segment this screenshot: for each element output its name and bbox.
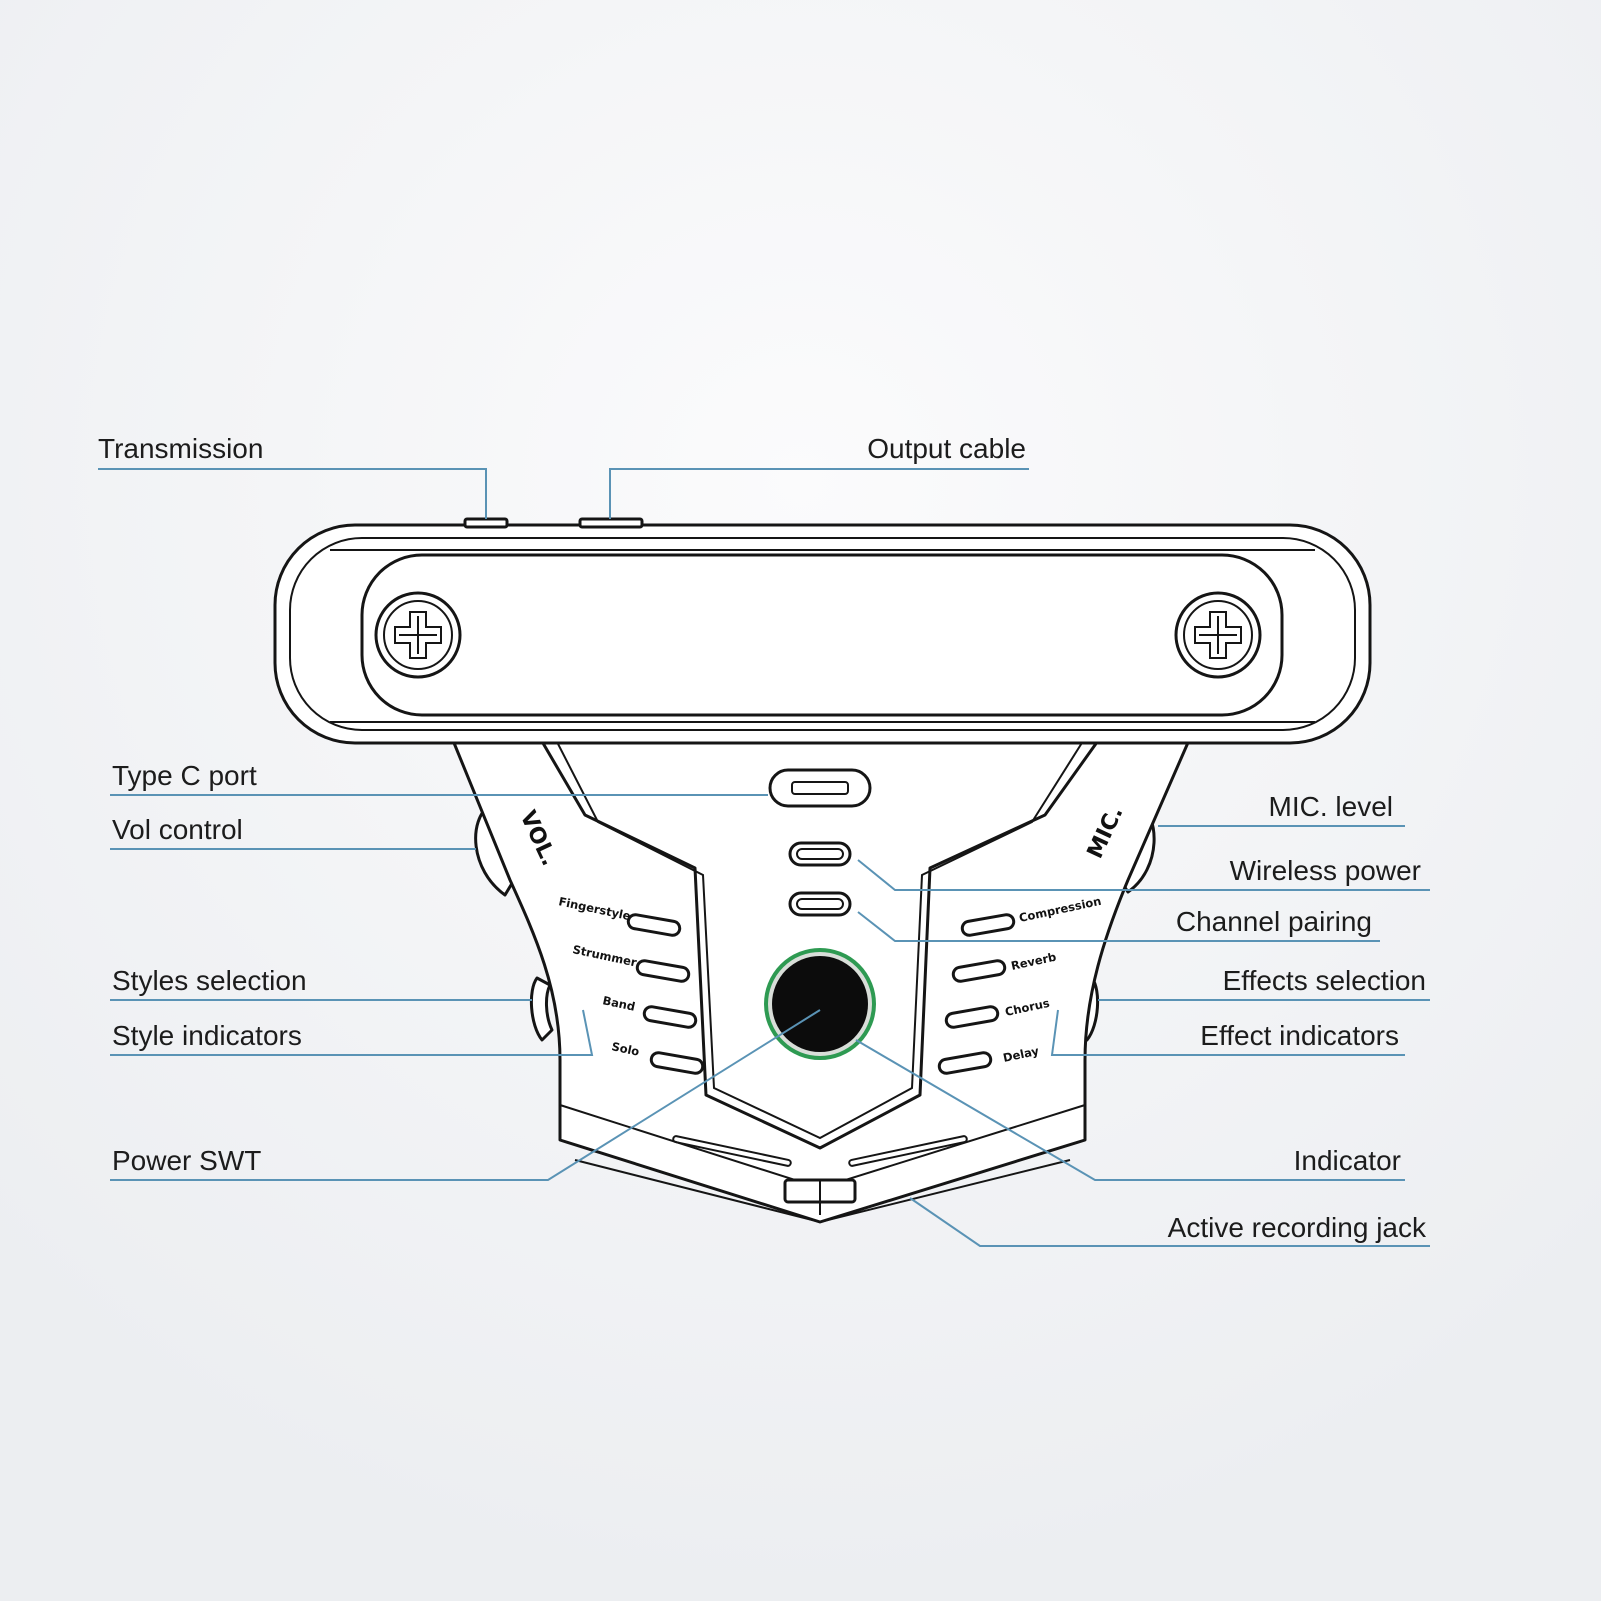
label-type-c-port: Type C port <box>112 760 257 791</box>
label-styles-selection: Styles selection <box>112 965 307 996</box>
effect-indicator-slots <box>937 913 1016 1075</box>
label-effects-selection: Effects selection <box>1223 965 1426 996</box>
bottom-slot-right <box>848 1135 968 1167</box>
label-indicator: Indicator <box>1294 1145 1401 1176</box>
device: Fingerstyle Strummer Band Solo Compressi… <box>273 517 1372 1224</box>
channel-pairing-led <box>788 891 852 917</box>
leader-active-recording-jack <box>909 1197 1430 1247</box>
style-label-solo: Solo <box>610 1039 640 1059</box>
leader-output-cable <box>609 468 1029 519</box>
top-housing <box>273 523 1372 745</box>
callout-labels: Transmission Output cable Type C port Vo… <box>98 433 1427 1243</box>
label-power-swt: Power SWT <box>112 1145 261 1176</box>
channel-pairing-led-inner <box>796 898 844 910</box>
leader-indicator <box>855 1039 1405 1181</box>
leader-channel-pairing <box>857 911 1380 942</box>
styles-side-button <box>529 976 554 1042</box>
bottom-edge-2 <box>574 1159 1071 1224</box>
style-indicator-slots <box>626 913 705 1075</box>
type-c-port <box>768 768 872 808</box>
screw-right <box>1174 591 1262 679</box>
leader-wireless-power <box>857 859 1430 891</box>
inner-panel-inset <box>554 737 1086 1140</box>
leader-power-swt <box>110 1009 821 1181</box>
leader-lines <box>98 468 1430 1247</box>
label-effect-indicators: Effect indicators <box>1200 1020 1399 1051</box>
power-button <box>772 956 868 1052</box>
leader-transmission <box>98 468 487 519</box>
type-c-port-inner <box>791 781 849 795</box>
label-style-indicators: Style indicators <box>112 1020 302 1051</box>
screw-left <box>374 591 462 679</box>
top-housing-inner <box>289 537 1356 731</box>
label-wireless-power: Wireless power <box>1230 855 1421 886</box>
bottom-slot-left <box>672 1135 792 1167</box>
wireless-power-led-inner <box>796 848 844 860</box>
label-vol-control: Vol control <box>112 814 243 845</box>
leader-effect-indicators <box>1050 1009 1405 1056</box>
inner-panel <box>538 737 1102 1150</box>
leader-style-indicators <box>110 1009 594 1056</box>
transmission-button <box>463 517 509 529</box>
label-output-cable: Output cable <box>867 433 1026 464</box>
output-cable-port <box>578 517 644 529</box>
label-mic-level: MIC. level <box>1269 791 1393 822</box>
label-channel-pairing: Channel pairing <box>1176 906 1372 937</box>
style-label-band: Band <box>601 993 636 1014</box>
top-panel <box>360 553 1284 717</box>
label-active-recording-jack: Active recording jack <box>1168 1212 1427 1243</box>
label-transmission: Transmission <box>98 433 263 464</box>
wireless-power-led <box>788 841 852 867</box>
